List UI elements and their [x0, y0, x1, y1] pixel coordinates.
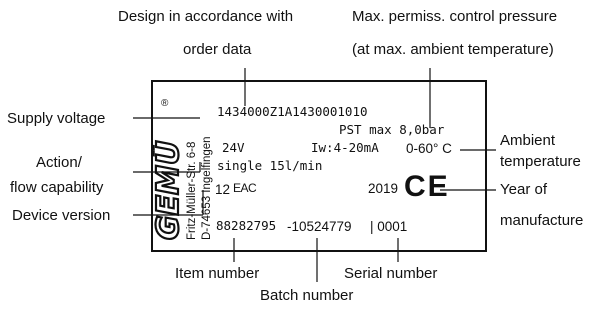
registered-mark: ®	[161, 98, 169, 109]
item-number-value: 88282795	[216, 218, 277, 233]
current: Iw:4-20mA	[311, 140, 379, 155]
callout-temperature: temperature	[500, 153, 581, 170]
callout-design-2: order data	[183, 41, 252, 58]
year: 2019	[368, 181, 399, 196]
callout-max-pressure-2: (at max. ambient temperature)	[352, 41, 554, 58]
order-code: 1434000Z1A1430001010	[217, 104, 368, 119]
callout-year-of: Year of	[500, 181, 547, 198]
callout-flow-capability: flow capability	[10, 179, 104, 196]
temperature-range: 0-60° C	[406, 141, 452, 156]
nameplate	[151, 80, 487, 252]
pst-max: PST max 8,0bar	[339, 122, 445, 137]
callout-device-version: Device version	[12, 207, 111, 224]
callout-item-number: Item number	[175, 265, 260, 282]
logo-text: GEMÜ	[152, 141, 184, 240]
version: 12	[215, 182, 231, 197]
voltage: 24V	[222, 140, 245, 155]
callout-ambient: Ambient	[500, 132, 556, 149]
action-flow: single 15l/min	[217, 158, 323, 173]
callout-serial-number: Serial number	[344, 265, 438, 282]
callout-design: Design in accordance with	[118, 8, 294, 25]
callout-max-pressure: Max. permiss. control pressure	[352, 8, 558, 25]
callout-manufacture: manufacture	[500, 212, 584, 229]
ce-mark: CE	[404, 170, 450, 203]
batch-number-value: -10524779	[287, 219, 352, 234]
callout-supply-voltage: Supply voltage	[7, 110, 106, 127]
eac-mark: EAC	[233, 181, 257, 195]
address-line-1: Fritz-Müller-Str. 6-8	[186, 141, 198, 240]
serial-number-value: | 0001	[370, 219, 408, 234]
callout-action: Action/	[36, 154, 82, 171]
gemu-logo: GEMÜ	[152, 140, 184, 242]
callout-batch-number: Batch number	[260, 287, 354, 304]
address-line-2: D-74653 Ingelfingen	[201, 136, 213, 240]
